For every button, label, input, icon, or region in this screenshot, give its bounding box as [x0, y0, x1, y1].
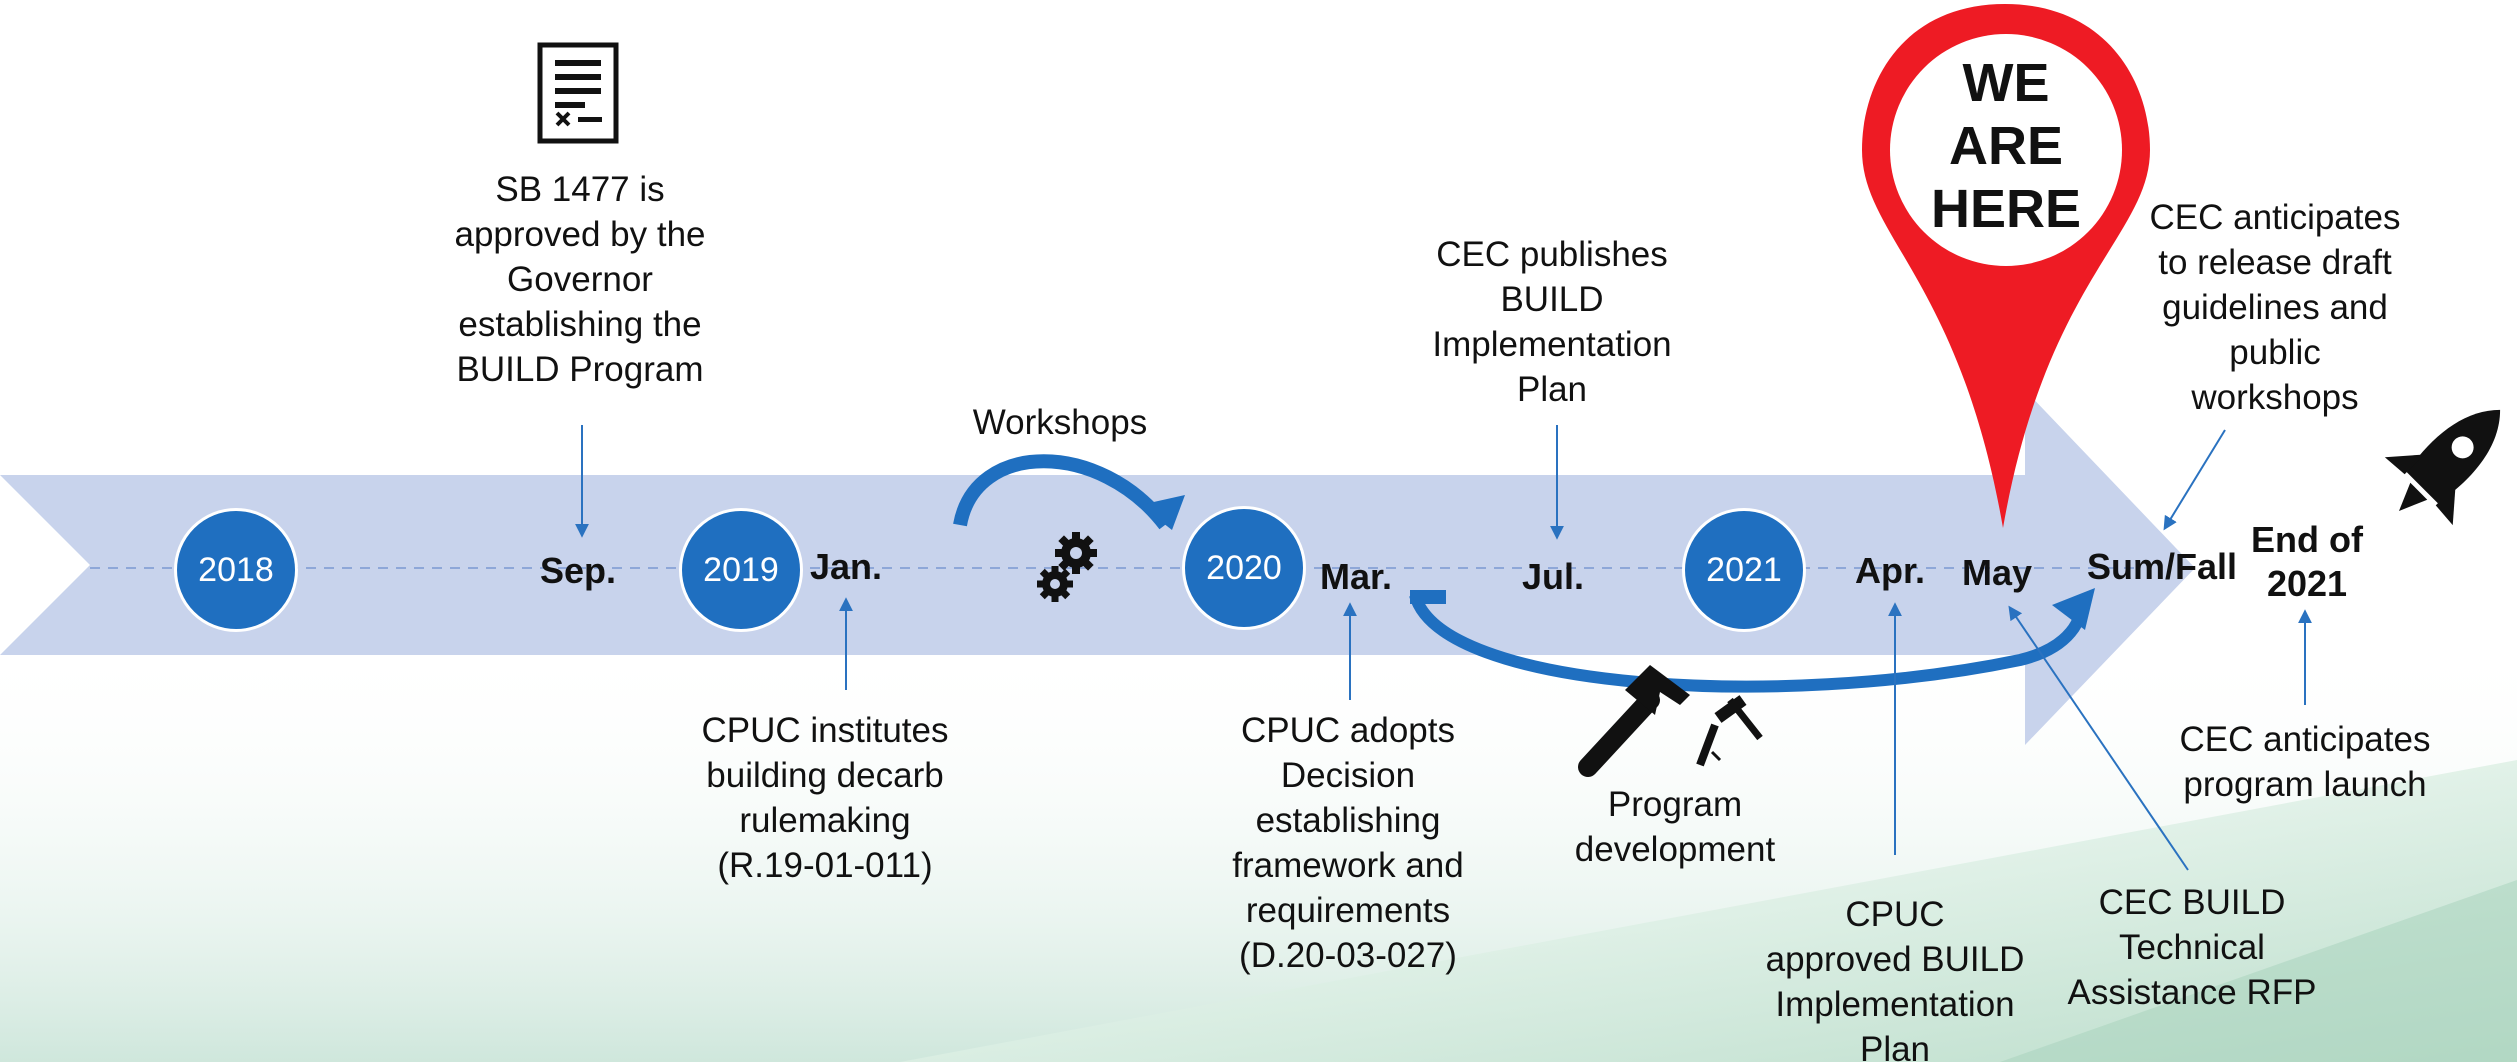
event-cec-plan-line: Plan: [1516, 370, 1588, 409]
event-cpuc-rulemaking-line: (R.19-01-011): [717, 846, 933, 885]
month-sep: Sep.: [540, 550, 617, 591]
month-may: May: [1962, 552, 2033, 593]
event-cpuc-approved: CPUC approved BUILD Implementation Plan: [1745, 892, 2045, 1062]
event-cpuc-decision-line: Decision: [1280, 756, 1416, 795]
event-cec-plan-line: BUILD: [1500, 280, 1604, 319]
event-cec-plan-line: CEC publishes: [1436, 235, 1668, 274]
event-cec-launch-line: program launch: [2183, 765, 2427, 804]
month-end-line2: 2021: [2266, 563, 2348, 604]
green-wedge-right: [2000, 880, 2517, 1062]
program-dev-arrow-head: [2052, 588, 2095, 630]
event-cec-rfp-line: Technical: [2119, 928, 2265, 967]
pin-line3: HERE: [1930, 179, 2082, 239]
event-workshops: Workshops: [972, 403, 1148, 442]
year-circle-2018: 2018: [174, 508, 298, 632]
event-cec-plan: CEC publishes BUILD Implementation Plan: [1402, 232, 1702, 412]
gears-icon: [1037, 532, 1097, 602]
event-sb1477-line: SB 1477 is: [495, 170, 665, 209]
month-end-2021: End of 2021: [2248, 518, 2366, 606]
connector-may: [2008, 605, 2189, 871]
program-dev-arrow: [1409, 593, 2087, 693]
event-cec-rfp-line: CEC BUILD: [2098, 883, 2286, 922]
document-icon: [537, 42, 619, 144]
year-circle-2020: 2020: [1182, 506, 1306, 630]
event-cec-rfp-line: Assistance RFP: [2067, 973, 2317, 1012]
pin-line2: ARE: [1948, 116, 2063, 176]
event-program-development: Program development: [1550, 782, 1800, 872]
month-end-line1: End of: [2251, 519, 2363, 560]
workshops-arrow-head: [1140, 495, 1185, 530]
event-cpuc-decision: CPUC adopts Decision establishing framew…: [1198, 708, 1498, 978]
event-cpuc-rulemaking-line: building decarb: [706, 756, 944, 795]
event-cec-draft: CEC anticipates to release draft guideli…: [2125, 195, 2425, 420]
event-sb1477-line: Governor: [507, 260, 653, 299]
program-dev-arrow-tail: [1410, 590, 1446, 604]
connector-sumfall: [2163, 429, 2226, 531]
event-cec-draft-line: guidelines and: [2162, 288, 2388, 327]
event-cpuc-decision-line: establishing: [1255, 801, 1441, 840]
event-cec-launch-line: CEC anticipates: [2179, 720, 2431, 759]
event-cpuc-approved-line: CPUC: [1845, 895, 1945, 934]
month-jul: Jul.: [1522, 556, 1585, 597]
location-pin-icon: [1862, 4, 2150, 528]
event-sb1477-line: BUILD Program: [456, 350, 704, 389]
year-circle-2019: 2019: [679, 508, 803, 632]
month-apr: Apr.: [1855, 550, 1926, 591]
rocket-icon: [2384, 409, 2501, 526]
event-sb1477: SB 1477 is approved by the Governor esta…: [430, 167, 730, 392]
event-cec-draft-line: public: [2229, 333, 2321, 372]
event-cpuc-rulemaking-line: rulemaking: [739, 801, 911, 840]
month-mar: Mar.: [1320, 556, 1393, 597]
event-cec-draft-line: workshops: [2191, 378, 2359, 417]
event-cpuc-decision-line: CPUC adopts: [1241, 711, 1455, 750]
event-cpuc-decision-line: (D.20-03-027): [1239, 936, 1457, 975]
year-circle-2021: 2021: [1682, 508, 1806, 632]
event-cpuc-rulemaking: CPUC institutes building decarb rulemaki…: [675, 708, 975, 888]
workshops-arrow: [953, 454, 1171, 530]
event-cec-draft-line: CEC anticipates: [2149, 198, 2401, 237]
we-are-here-label: WE ARE HERE: [1906, 52, 2106, 241]
hammer-nail-icon: [1578, 665, 1763, 777]
timeline-band: [0, 390, 2195, 745]
event-cpuc-approved-line: Implementation: [1775, 985, 2015, 1024]
event-cpuc-approved-line: approved BUILD: [1765, 940, 2025, 979]
event-cec-rfp: CEC BUILD Technical Assistance RFP: [2042, 880, 2342, 1015]
event-cec-draft-line: to release draft: [2158, 243, 2392, 282]
event-cpuc-decision-line: requirements: [1245, 891, 1451, 930]
event-cpuc-decision-line: framework and: [1232, 846, 1464, 885]
event-cpuc-approved-line: Plan: [1859, 1030, 1931, 1062]
event-cec-launch: CEC anticipates program launch: [2155, 717, 2455, 807]
event-cec-plan-line: Implementation: [1432, 325, 1672, 364]
event-sb1477-line: approved by the: [454, 215, 706, 254]
month-sumfall: Sum/Fall: [2087, 546, 2238, 587]
event-program-dev-line: development: [1574, 830, 1776, 869]
pin-line1: WE: [1962, 53, 2050, 113]
event-sb1477-line: establishing the: [458, 305, 702, 344]
month-jan: Jan.: [810, 546, 883, 587]
green-wedge: [900, 760, 2517, 1062]
event-program-dev-line: Program: [1607, 785, 1743, 824]
event-cpuc-rulemaking-line: CPUC institutes: [701, 711, 949, 750]
